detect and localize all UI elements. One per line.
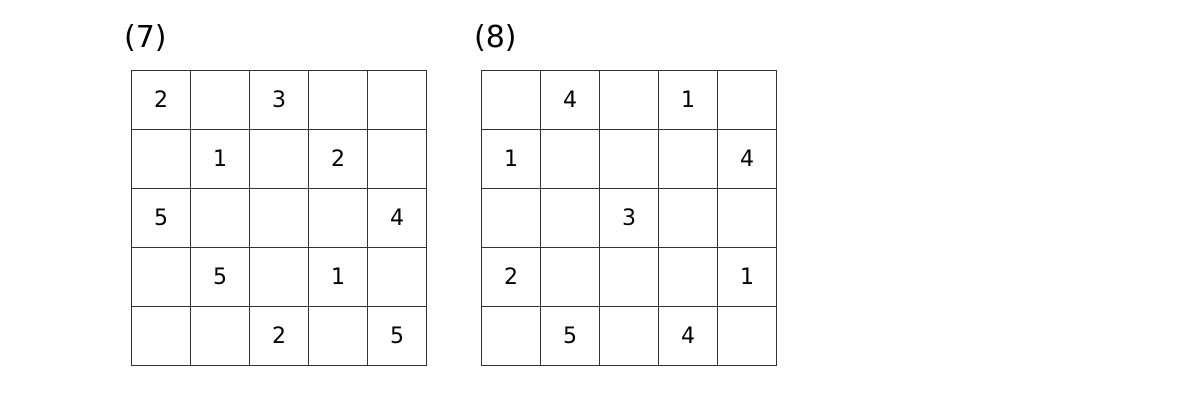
grid-cell[interactable] — [481, 306, 541, 366]
grid-cell[interactable] — [599, 129, 659, 189]
grid-cell[interactable] — [249, 247, 309, 307]
grid-cell[interactable]: 4 — [367, 188, 427, 248]
grid-row: 2 5 — [131, 306, 427, 366]
grid-row: 3 — [481, 188, 777, 248]
grid-cell[interactable] — [658, 129, 718, 189]
grid-cell[interactable]: 2 — [249, 306, 309, 366]
grid-cell[interactable]: 3 — [249, 70, 309, 130]
grid-cell[interactable]: 5 — [367, 306, 427, 366]
grid-cell[interactable] — [599, 70, 659, 130]
grid-cell[interactable] — [367, 70, 427, 130]
grid-row: 1 4 — [481, 129, 777, 189]
grid-cell[interactable] — [658, 188, 718, 248]
grid-cell[interactable]: 1 — [308, 247, 368, 307]
puzzle-7-label: (7) — [124, 20, 167, 55]
grid-cell[interactable] — [540, 129, 600, 189]
grid-row: 5 4 — [481, 306, 777, 366]
grid-cell[interactable]: 1 — [658, 70, 718, 130]
grid-cell[interactable]: 4 — [540, 70, 600, 130]
grid-cell[interactable] — [481, 188, 541, 248]
grid-cell[interactable] — [190, 188, 250, 248]
grid-cell[interactable] — [599, 306, 659, 366]
puzzle-7: (7) 2 3 1 2 5 4 — [118, 18, 438, 398]
grid-cell[interactable]: 1 — [481, 129, 541, 189]
grid-cell[interactable]: 1 — [190, 129, 250, 189]
grid-cell[interactable] — [540, 188, 600, 248]
grid-cell[interactable]: 4 — [717, 129, 777, 189]
grid-cell[interactable]: 5 — [131, 188, 191, 248]
grid-cell[interactable] — [481, 70, 541, 130]
grid-cell[interactable] — [131, 129, 191, 189]
grid-cell[interactable] — [658, 247, 718, 307]
grid-row: 1 2 — [131, 129, 427, 189]
grid-cell[interactable] — [190, 70, 250, 130]
puzzle-7-grid: 2 3 1 2 5 4 5 — [131, 70, 427, 366]
grid-cell[interactable] — [717, 306, 777, 366]
grid-cell[interactable] — [249, 129, 309, 189]
grid-cell[interactable] — [717, 70, 777, 130]
grid-cell[interactable] — [308, 188, 368, 248]
grid-cell[interactable]: 1 — [717, 247, 777, 307]
puzzle-8: (8) 4 1 1 4 3 — [468, 18, 788, 398]
puzzle-8-grid: 4 1 1 4 3 2 — [481, 70, 777, 366]
grid-row: 4 1 — [481, 70, 777, 130]
grid-row: 2 3 — [131, 70, 427, 130]
grid-cell[interactable]: 5 — [540, 306, 600, 366]
grid-row: 5 1 — [131, 247, 427, 307]
grid-cell[interactable] — [131, 247, 191, 307]
grid-cell[interactable]: 2 — [308, 129, 368, 189]
grid-cell[interactable] — [249, 188, 309, 248]
grid-cell[interactable] — [308, 306, 368, 366]
grid-cell[interactable] — [367, 129, 427, 189]
grid-cell[interactable]: 3 — [599, 188, 659, 248]
grid-cell[interactable] — [131, 306, 191, 366]
puzzle-8-label: (8) — [474, 20, 517, 55]
grid-cell[interactable] — [599, 247, 659, 307]
grid-cell[interactable] — [540, 247, 600, 307]
grid-cell[interactable] — [308, 70, 368, 130]
grid-row: 2 1 — [481, 247, 777, 307]
grid-cell[interactable]: 5 — [190, 247, 250, 307]
grid-cell[interactable]: 4 — [658, 306, 718, 366]
grid-cell[interactable]: 2 — [481, 247, 541, 307]
grid-row: 5 4 — [131, 188, 427, 248]
grid-cell[interactable] — [367, 247, 427, 307]
grid-cell[interactable]: 2 — [131, 70, 191, 130]
grid-cell[interactable] — [190, 306, 250, 366]
grid-cell[interactable] — [717, 188, 777, 248]
